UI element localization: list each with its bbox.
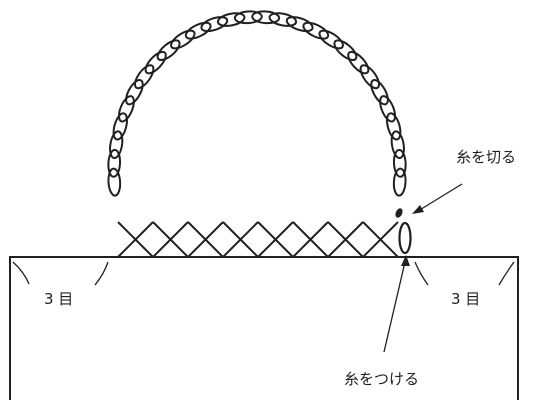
single-crochet-x [257, 221, 294, 258]
chain-stitch-oval [390, 130, 405, 160]
chain-stitch-oval [370, 79, 389, 106]
single-crochet-x [117, 221, 154, 258]
chain-stitch-oval [392, 167, 407, 197]
attach-thread-arrowhead [401, 255, 410, 266]
single-crochet-x [362, 221, 399, 258]
single-crochet-x [327, 221, 364, 258]
chain-stitch-oval [125, 79, 144, 106]
chain-stitch-oval [184, 21, 212, 40]
right-stitch-count-label: 3 目 [451, 290, 480, 308]
attach-thread-arrow-line [383, 261, 406, 353]
chain-stitch-oval [251, 10, 281, 25]
left-stitch-count-label: 3 目 [44, 290, 73, 308]
chain-stitch-oval [117, 95, 135, 123]
chain-stitch-oval [268, 12, 298, 27]
attach-chain-stitch [398, 221, 412, 255]
chain-stitch-oval [156, 39, 181, 62]
cut-thread-label: 糸を切る [456, 148, 516, 166]
single-crochet-x [292, 221, 329, 258]
chain-stitch-oval [112, 112, 128, 141]
single-crochet-stitches [117, 221, 399, 258]
chain-stitch-oval [318, 29, 344, 50]
chain-stitch-oval [379, 95, 397, 123]
chain-stitch-oval [107, 148, 122, 178]
bag-body-outline [9, 256, 519, 400]
chain-stitch-oval [144, 50, 167, 75]
chain-stitch-oval [170, 29, 196, 50]
single-crochet-x [187, 221, 224, 258]
chain-stitch-oval [347, 50, 370, 75]
chain-stitch-handle [107, 10, 407, 197]
left-corner-bracket [12, 261, 30, 285]
chain-stitch-oval [200, 16, 229, 33]
chain-stitch-oval [359, 64, 380, 90]
attach-thread-label: 糸をつける [344, 370, 419, 388]
single-crochet-x [222, 221, 259, 258]
chain-stitch-oval [109, 130, 124, 160]
cut-thread-arrowhead [412, 205, 424, 214]
cut-thread-arrow-line [417, 183, 463, 212]
right-corner-bracket [498, 261, 515, 286]
chain-stitch-oval [107, 167, 122, 197]
chain-stitch-oval [386, 112, 402, 141]
left-inner-bracket [94, 261, 109, 286]
chain-stitch-oval [285, 16, 314, 33]
right-inner-bracket [414, 261, 429, 286]
chain-stitch-oval [302, 21, 330, 40]
chain-stitch-oval [134, 64, 155, 90]
chain-stitch-oval [333, 39, 358, 62]
cut-point-mark [395, 208, 403, 218]
chain-stitch-oval [216, 12, 246, 27]
chain-stitch-oval [392, 148, 407, 178]
chain-stitch-oval [233, 10, 263, 25]
single-crochet-x [152, 221, 189, 258]
